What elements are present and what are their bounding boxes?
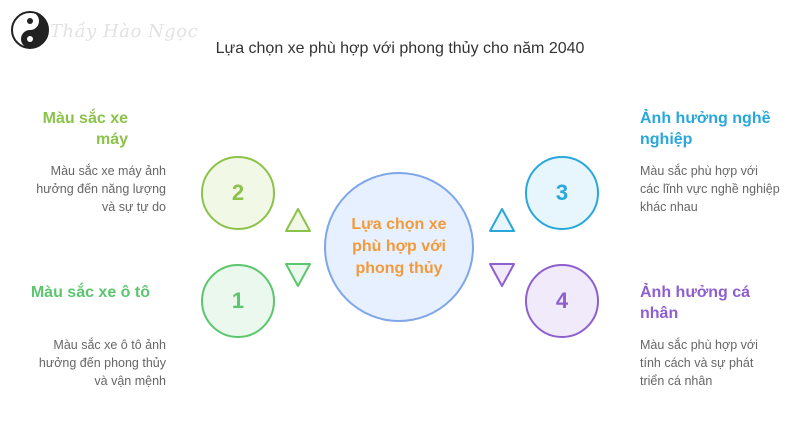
heading-career-influence: Ảnh hưởng nghề nghiệp	[640, 110, 771, 148]
node-4-circle: 4	[525, 264, 599, 338]
center-label: Lựa chọn xe phù hợp với phong thủy	[351, 216, 447, 277]
description-career-influence: Màu sắc phù hợp với các lĩnh vực nghề ng…	[640, 164, 780, 214]
center-circle: Lựa chọn xe phù hợp với phong thủy	[324, 172, 474, 322]
triangle-up-blue-icon	[489, 208, 515, 232]
node-3-circle: 3	[525, 156, 599, 230]
watermark-logo: Thầy Hào Ngọc	[8, 8, 198, 52]
yin-yang-logo-icon	[11, 11, 49, 49]
diagram-title: Lựa chọn xe phù hợp với phong thủy cho n…	[215, 40, 585, 57]
watermark-text: Thầy Hào Ngọc	[50, 21, 199, 42]
triangle-down-purple-icon	[489, 263, 515, 287]
description-motorbike-color: Màu sắc xe máy ảnh hưởng đến năng lượng …	[36, 164, 166, 214]
heading-personal-influence: Ảnh hưởng cá nhân	[640, 284, 751, 322]
node-2-circle: 2	[201, 156, 275, 230]
description-personal-influence: Màu sắc phù hợp với tính cách và sự phát…	[640, 338, 758, 388]
triangle-up-green-icon	[285, 208, 311, 232]
heading-car-color: Màu sắc xe ô tô	[30, 284, 150, 301]
triangle-down-green-icon	[285, 263, 311, 287]
description-car-color: Màu sắc xe ô tô ảnh hưởng đến phong thủy…	[38, 338, 166, 388]
heading-motorbike-color: Màu sắc xe máy	[42, 110, 128, 148]
node-1-circle: 1	[201, 264, 275, 338]
